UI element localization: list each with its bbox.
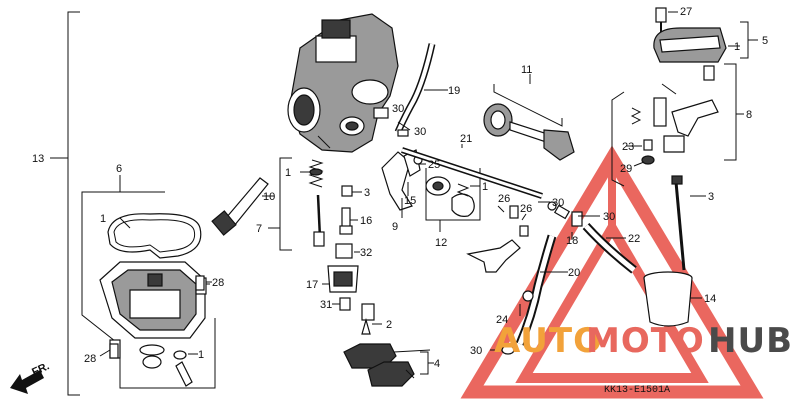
hoses xyxy=(501,201,637,355)
callout-26-b: 26 xyxy=(520,203,532,215)
watermark-text: AUTO MOTO HUB xyxy=(494,321,793,361)
callout-6: 6 xyxy=(116,163,122,175)
callout-15: 15 xyxy=(404,195,416,207)
callout-14: 14 xyxy=(704,293,716,305)
front-arrow-icon: FR. xyxy=(10,360,51,394)
callout-7: 7 xyxy=(256,223,262,235)
callout-13: 13 xyxy=(32,153,44,165)
callout-19: 19 xyxy=(448,85,460,97)
callout-3-left: 3 xyxy=(364,187,370,199)
callout-32: 32 xyxy=(360,247,372,259)
float-chamber-group xyxy=(81,175,216,389)
callout-22: 22 xyxy=(628,233,640,245)
watermark-auto: AUTO xyxy=(494,321,603,361)
linkage-group xyxy=(381,149,521,273)
callout-25: 25 xyxy=(428,159,440,171)
callout-12: 12 xyxy=(435,237,447,249)
callout-1-bowl: 1 xyxy=(198,349,204,361)
small-fasteners xyxy=(109,129,409,359)
callout-16: 16 xyxy=(360,215,372,227)
callout-17: 17 xyxy=(306,279,318,291)
cover-group xyxy=(611,7,758,327)
callout-30-c: 30 xyxy=(552,197,564,209)
callout-31: 31 xyxy=(320,299,332,311)
callout-30-b: 30 xyxy=(414,126,426,138)
leader-lines xyxy=(99,11,740,357)
figure-code: KK13-E1501A xyxy=(604,385,670,396)
callout-4: 4 xyxy=(434,358,440,370)
float-4 xyxy=(343,343,434,387)
callout-21: 21 xyxy=(460,133,472,145)
front-label: FR. xyxy=(30,360,51,378)
callout-29: 29 xyxy=(620,163,632,175)
callout-30-a: 30 xyxy=(392,103,404,115)
callout-1-link: 1 xyxy=(482,181,488,193)
callout-2: 2 xyxy=(386,319,392,331)
watermark-hub: HUB xyxy=(708,321,793,361)
callout-18: 18 xyxy=(566,235,578,247)
needle-jet-group xyxy=(211,157,382,335)
carburetor-body xyxy=(287,13,399,153)
callout-30-d: 30 xyxy=(603,211,615,223)
bracket-13 xyxy=(50,11,80,396)
watermark-moto: MOTO xyxy=(586,321,705,361)
callout-28-right: 28 xyxy=(212,277,224,289)
callout-11: 11 xyxy=(521,64,532,76)
rod-21 xyxy=(401,147,543,199)
callout-8: 8 xyxy=(746,109,752,121)
callout-24: 24 xyxy=(496,314,508,326)
callout-20: 20 xyxy=(568,267,580,279)
callout-26-a: 26 xyxy=(498,193,510,205)
callout-27: 27 xyxy=(680,6,692,18)
callout-labels: 27 5 1 19 11 30 30 21 8 23 29 3 13 6 1 1… xyxy=(32,6,768,370)
throttle-drum-11 xyxy=(483,84,575,161)
callout-9: 9 xyxy=(392,221,398,233)
vent-hose-19 xyxy=(394,43,440,134)
callout-28-left: 28 xyxy=(84,353,96,365)
callout-30-e: 30 xyxy=(470,345,482,357)
callout-1-gasket: 1 xyxy=(100,213,106,225)
callout-1-cover: 1 xyxy=(734,41,740,53)
callout-23: 23 xyxy=(622,141,634,153)
screw-26 xyxy=(509,205,529,237)
callout-1-jet: 1 xyxy=(285,167,291,179)
callout-3-right: 3 xyxy=(708,191,714,203)
callout-10: 10 xyxy=(263,191,275,203)
callout-5: 5 xyxy=(762,35,768,47)
